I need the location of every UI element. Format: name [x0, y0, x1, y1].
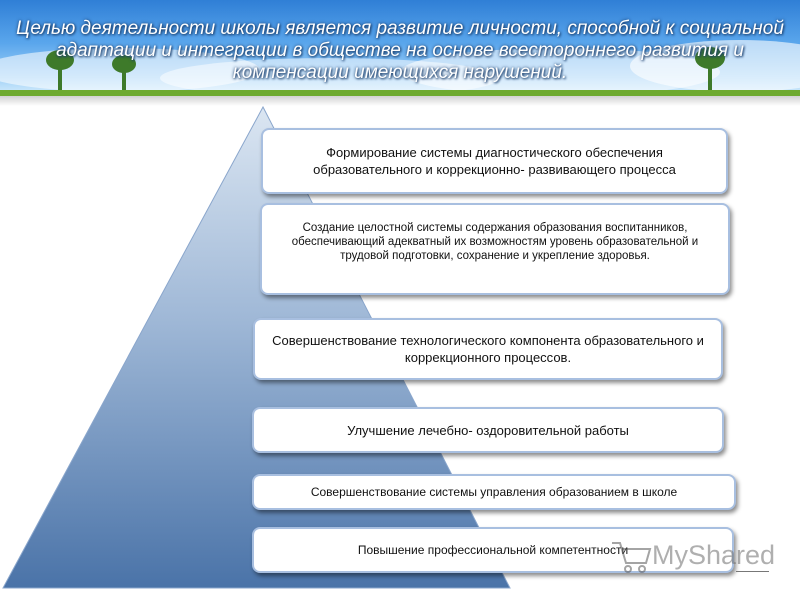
pyramid-level-3: Совершенствование технологического компо…	[253, 318, 723, 380]
watermark-underline	[736, 571, 769, 572]
header-banner: Целью деятельности школы является развит…	[0, 0, 800, 96]
pyramid-level-4: Улучшение лечебно- оздоровительной работ…	[252, 407, 724, 453]
header-shadow	[0, 96, 800, 106]
pyramid-level-5: Совершенствование системы управления обр…	[252, 474, 736, 510]
header-green-strip	[0, 90, 800, 96]
sky-background-image	[0, 40, 800, 96]
watermark-text: MyShared	[652, 540, 776, 570]
myshared-logo-icon	[612, 542, 652, 573]
pyramid-level-2: Создание целостной системы содержания об…	[260, 203, 730, 295]
pyramid-level-6: Повышение профессиональной компетентност…	[252, 527, 734, 573]
pyramid-level-1: Формирование системы диагностического об…	[261, 128, 728, 194]
page-title: Целью деятельности школы является развит…	[16, 18, 784, 83]
